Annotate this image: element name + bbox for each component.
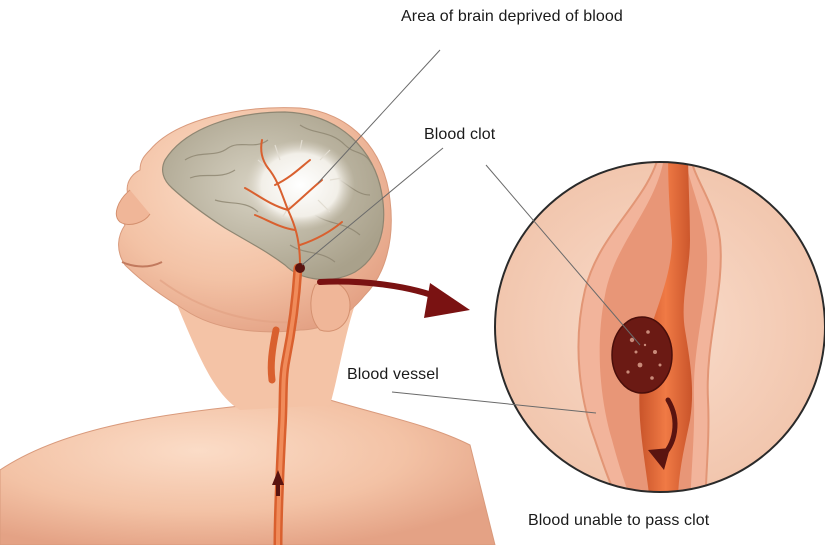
label-unable-to-pass: Blood unable to pass clot bbox=[528, 512, 709, 530]
label-blood-vessel: Blood vessel bbox=[347, 366, 439, 384]
label-blood-clot: Blood clot bbox=[424, 126, 495, 144]
human-figure bbox=[0, 108, 495, 545]
label-area-deprived: Area of brain deprived of blood bbox=[401, 8, 623, 26]
magnified-view bbox=[495, 150, 825, 520]
